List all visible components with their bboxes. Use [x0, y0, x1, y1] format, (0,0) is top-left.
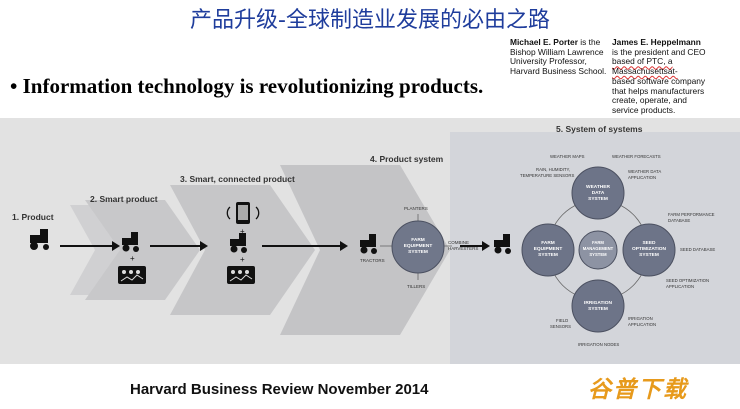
weather-data-system: [571, 166, 625, 220]
svg-text:FARM: FARM: [592, 240, 604, 245]
dashboard-icon: [227, 266, 255, 284]
svg-text:TEMPERATURE SENSORS: TEMPERATURE SENSORS: [520, 173, 574, 178]
svg-text:APPLICATION: APPLICATION: [628, 175, 656, 180]
satellite-label: PLANTERS: [404, 206, 428, 211]
svg-text:RAIN, HUMIDITY,: RAIN, HUMIDITY,: [536, 167, 570, 172]
tractor-icon: [494, 234, 511, 254]
arrow-icon: [150, 241, 208, 251]
svg-text:DATA: DATA: [592, 190, 605, 196]
svg-text:SEED OPTIMIZATION: SEED OPTIMIZATION: [666, 278, 709, 283]
smartphone-icon: [226, 202, 260, 224]
svg-text:SYSTEM: SYSTEM: [588, 306, 608, 312]
hub-label: FARM: [411, 237, 425, 243]
svg-text:WEATHER DATA: WEATHER DATA: [628, 169, 661, 174]
stage-label: 3. Smart, connected product: [180, 174, 295, 184]
farm-equipment-system-hub: [391, 220, 445, 274]
farm-management-system: [578, 230, 618, 270]
author-name: James E. Heppelmann: [612, 37, 701, 47]
tractor-icon: [122, 232, 139, 252]
svg-text:OPTIMIZATION: OPTIMIZATION: [632, 246, 667, 252]
stage-label: 4. Product system: [370, 154, 444, 164]
svg-text:IRRIGATION: IRRIGATION: [584, 300, 612, 306]
svg-text:FIELD: FIELD: [556, 318, 568, 323]
svg-text:IRRIGATION NODES: IRRIGATION NODES: [578, 342, 619, 347]
hub-label: EQUIPMENT: [404, 243, 433, 249]
arrow-icon: [460, 241, 490, 251]
author-name: Michael E. Porter: [510, 37, 578, 47]
source-citation: Harvard Business Review November 2014: [130, 381, 429, 398]
svg-text:FARM: FARM: [541, 240, 555, 246]
irrigation-system: [571, 279, 625, 333]
author-heppelmann: James E. Heppelmann is the president and…: [612, 37, 706, 115]
satellite-label: COMBINE: [448, 240, 469, 245]
svg-text:FARM PERFORMANCE: FARM PERFORMANCE: [668, 212, 715, 217]
seed-optimization-system: [622, 223, 676, 277]
system-annotations: WEATHER MAPS WEATHER FORECASTS RAIN, HUM…: [520, 154, 715, 347]
svg-text:APPLICATION: APPLICATION: [666, 284, 694, 289]
evolution-diagram: 1. Product 2. Smart product 3. Smart, co…: [0, 118, 740, 364]
svg-text:WEATHER MAPS: WEATHER MAPS: [550, 154, 585, 159]
plus-sign: +: [130, 254, 135, 263]
svg-text:DATABASE: DATABASE: [668, 218, 690, 223]
arrow-icon: [60, 241, 120, 251]
plus-sign: +: [240, 255, 245, 264]
svg-text:IRRIGATION: IRRIGATION: [628, 316, 653, 321]
svg-text:SEED DATABASE: SEED DATABASE: [680, 247, 715, 252]
watermark-logo: 谷普下载: [588, 377, 688, 403]
plus-sign: +: [240, 227, 245, 236]
satellite-label: HARVESTERS: [448, 246, 478, 251]
chevron-stage-2-body: [85, 200, 200, 300]
satellite-label: TRACTORS: [360, 258, 385, 263]
svg-text:SEED: SEED: [642, 240, 656, 246]
arrow-icon: [262, 241, 348, 251]
stage-label: 1. Product: [12, 212, 54, 222]
tractor-icon: [230, 233, 247, 253]
stage-label: 2. Smart product: [90, 194, 158, 204]
svg-text:SENSORS: SENSORS: [550, 324, 571, 329]
bullet-point: • Information technology is revolutioniz…: [10, 74, 484, 98]
tractor-icon: [30, 229, 49, 250]
svg-text:SYSTEM: SYSTEM: [639, 252, 659, 258]
slide-title: 产品升级-全球制造业发展的必由之路: [190, 8, 550, 33]
satellite-label: TILLERS: [407, 284, 425, 289]
svg-text:SYSTEM: SYSTEM: [589, 252, 607, 257]
author-porter: Michael E. Porter is the Bishop William …: [510, 37, 607, 77]
svg-text:WEATHER: WEATHER: [586, 184, 610, 190]
svg-text:SYSTEM: SYSTEM: [588, 196, 608, 202]
svg-text:EQUIPMENT: EQUIPMENT: [534, 246, 563, 252]
svg-text:WEATHER FORECASTS: WEATHER FORECASTS: [612, 154, 661, 159]
svg-text:MANAGEMENT: MANAGEMENT: [583, 246, 614, 251]
hub-label: SYSTEM: [408, 249, 428, 255]
farm-equipment-system: [521, 223, 575, 277]
tractor-icon: [360, 234, 377, 254]
svg-text:APPLICATION: APPLICATION: [628, 322, 656, 327]
dashboard-icon: [118, 266, 146, 284]
stage-label: 5. System of systems: [556, 124, 643, 134]
svg-text:SYSTEM: SYSTEM: [538, 252, 558, 258]
